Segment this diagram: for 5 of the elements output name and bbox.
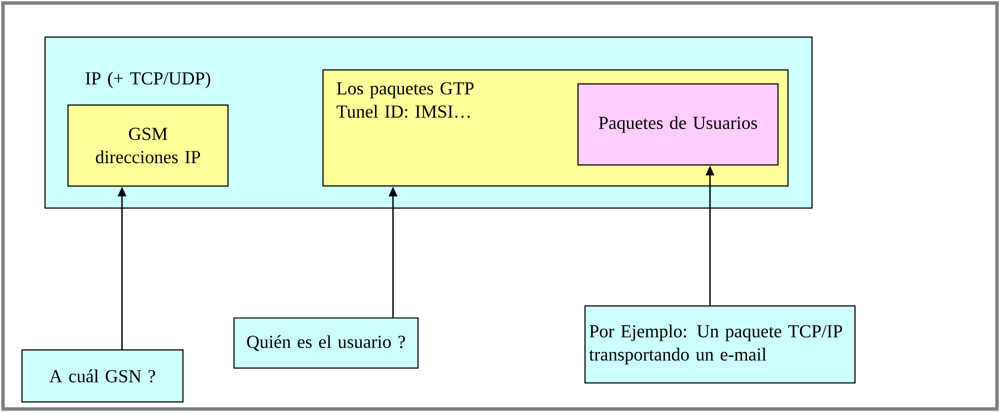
payload-box: Paquetes de Usuarios [577, 83, 779, 166]
address-box: GSM direcciones IP [67, 104, 229, 187]
callout-box: Quién es el usuario ? [233, 317, 419, 369]
callout-box: A cuál GSN ? [21, 349, 184, 403]
callout-box: Por Ejemplo: Un paquete TCP/IP transportando un e-mail [584, 305, 856, 384]
